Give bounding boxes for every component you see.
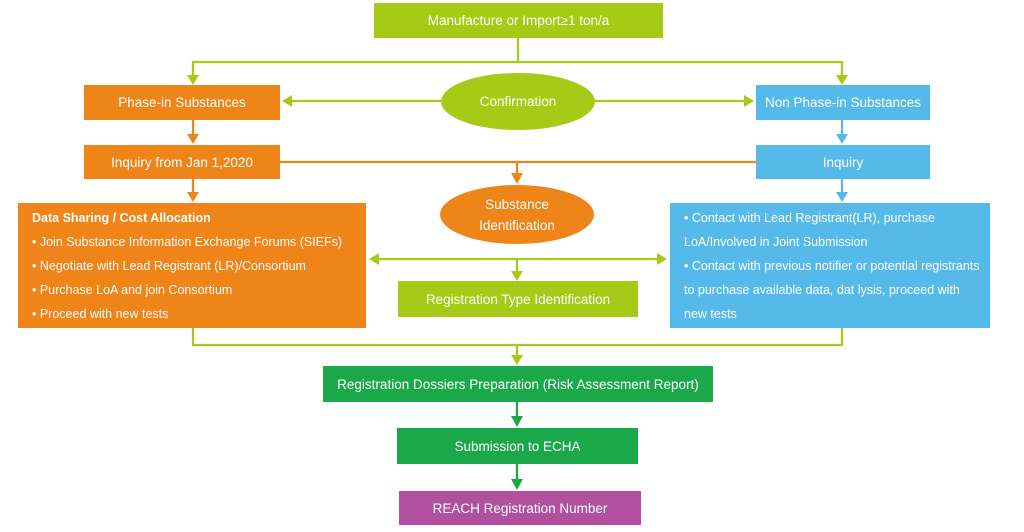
contact-bullet: • Contact with Lead Registrant(LR), purc… (684, 211, 936, 249)
node-confirmation: Confirmation (441, 73, 595, 130)
arrowhead-down (511, 173, 523, 184)
node-non-phase-in-substances: Non Phase-in Substances (756, 85, 930, 120)
node-registration-type-identification: Registration Type Identification (398, 281, 638, 317)
data-sharing-bullet: • Purchase LoA and join Consortium (32, 283, 233, 297)
orange-connector-lines (191, 120, 756, 193)
node-inquiry: Inquiry (756, 145, 930, 179)
data-sharing-bullet: • Negotiate with Lead Registrant (LR)/Co… (32, 259, 306, 273)
arrowhead-down (187, 192, 199, 202)
arrowhead-down (511, 355, 523, 365)
arrowhead-down (836, 192, 848, 202)
arrowhead-right (744, 95, 754, 107)
arrowhead-right (657, 253, 667, 265)
arrowhead-down (187, 75, 199, 85)
data-sharing-bullet: • Join Substance Information Exchange Fo… (32, 235, 343, 249)
arrowhead-left (282, 95, 292, 107)
data-sharing-title: Data Sharing / Cost Allocation (32, 211, 211, 225)
node-reach-registration-number: REACH Registration Number (399, 491, 641, 525)
arrowhead-down (836, 75, 848, 85)
dark-green-arrowheads (511, 416, 523, 490)
green-connector-lines (191, 38, 844, 356)
arrowhead-down (511, 416, 523, 427)
contact-bullet: • Contact with previous notifier or pote… (684, 259, 980, 321)
orange-arrowheads (187, 134, 523, 202)
node-inquiry-from-jan: Inquiry from Jan 1,2020 (84, 145, 280, 179)
arrowhead-left (369, 253, 379, 265)
arrowhead-down (511, 271, 523, 281)
node-contact-lead-registrant: • Contact with Lead Registrant(LR), purc… (670, 203, 990, 328)
data-sharing-bullet: • Proceed with new tests (32, 307, 169, 321)
node-registration-dossiers-preparation: Registration Dossiers Preparation (Risk … (323, 366, 713, 402)
node-data-sharing-cost-allocation: Data Sharing / Cost Allocation • Join Su… (18, 203, 366, 328)
arrowhead-down (187, 134, 199, 144)
green-arrowheads (187, 75, 848, 365)
node-substance-identification: Substance Identification (440, 185, 594, 244)
arrowhead-down (836, 134, 848, 144)
node-manufacture-or-import: Manufacture or Import≥1 ton/a (374, 3, 663, 38)
arrowhead-down (511, 479, 523, 490)
node-submission-to-echa: Submission to ECHA (397, 428, 638, 464)
blue-arrowheads (836, 134, 848, 202)
node-phase-in-substances: Phase-in Substances (84, 85, 280, 120)
